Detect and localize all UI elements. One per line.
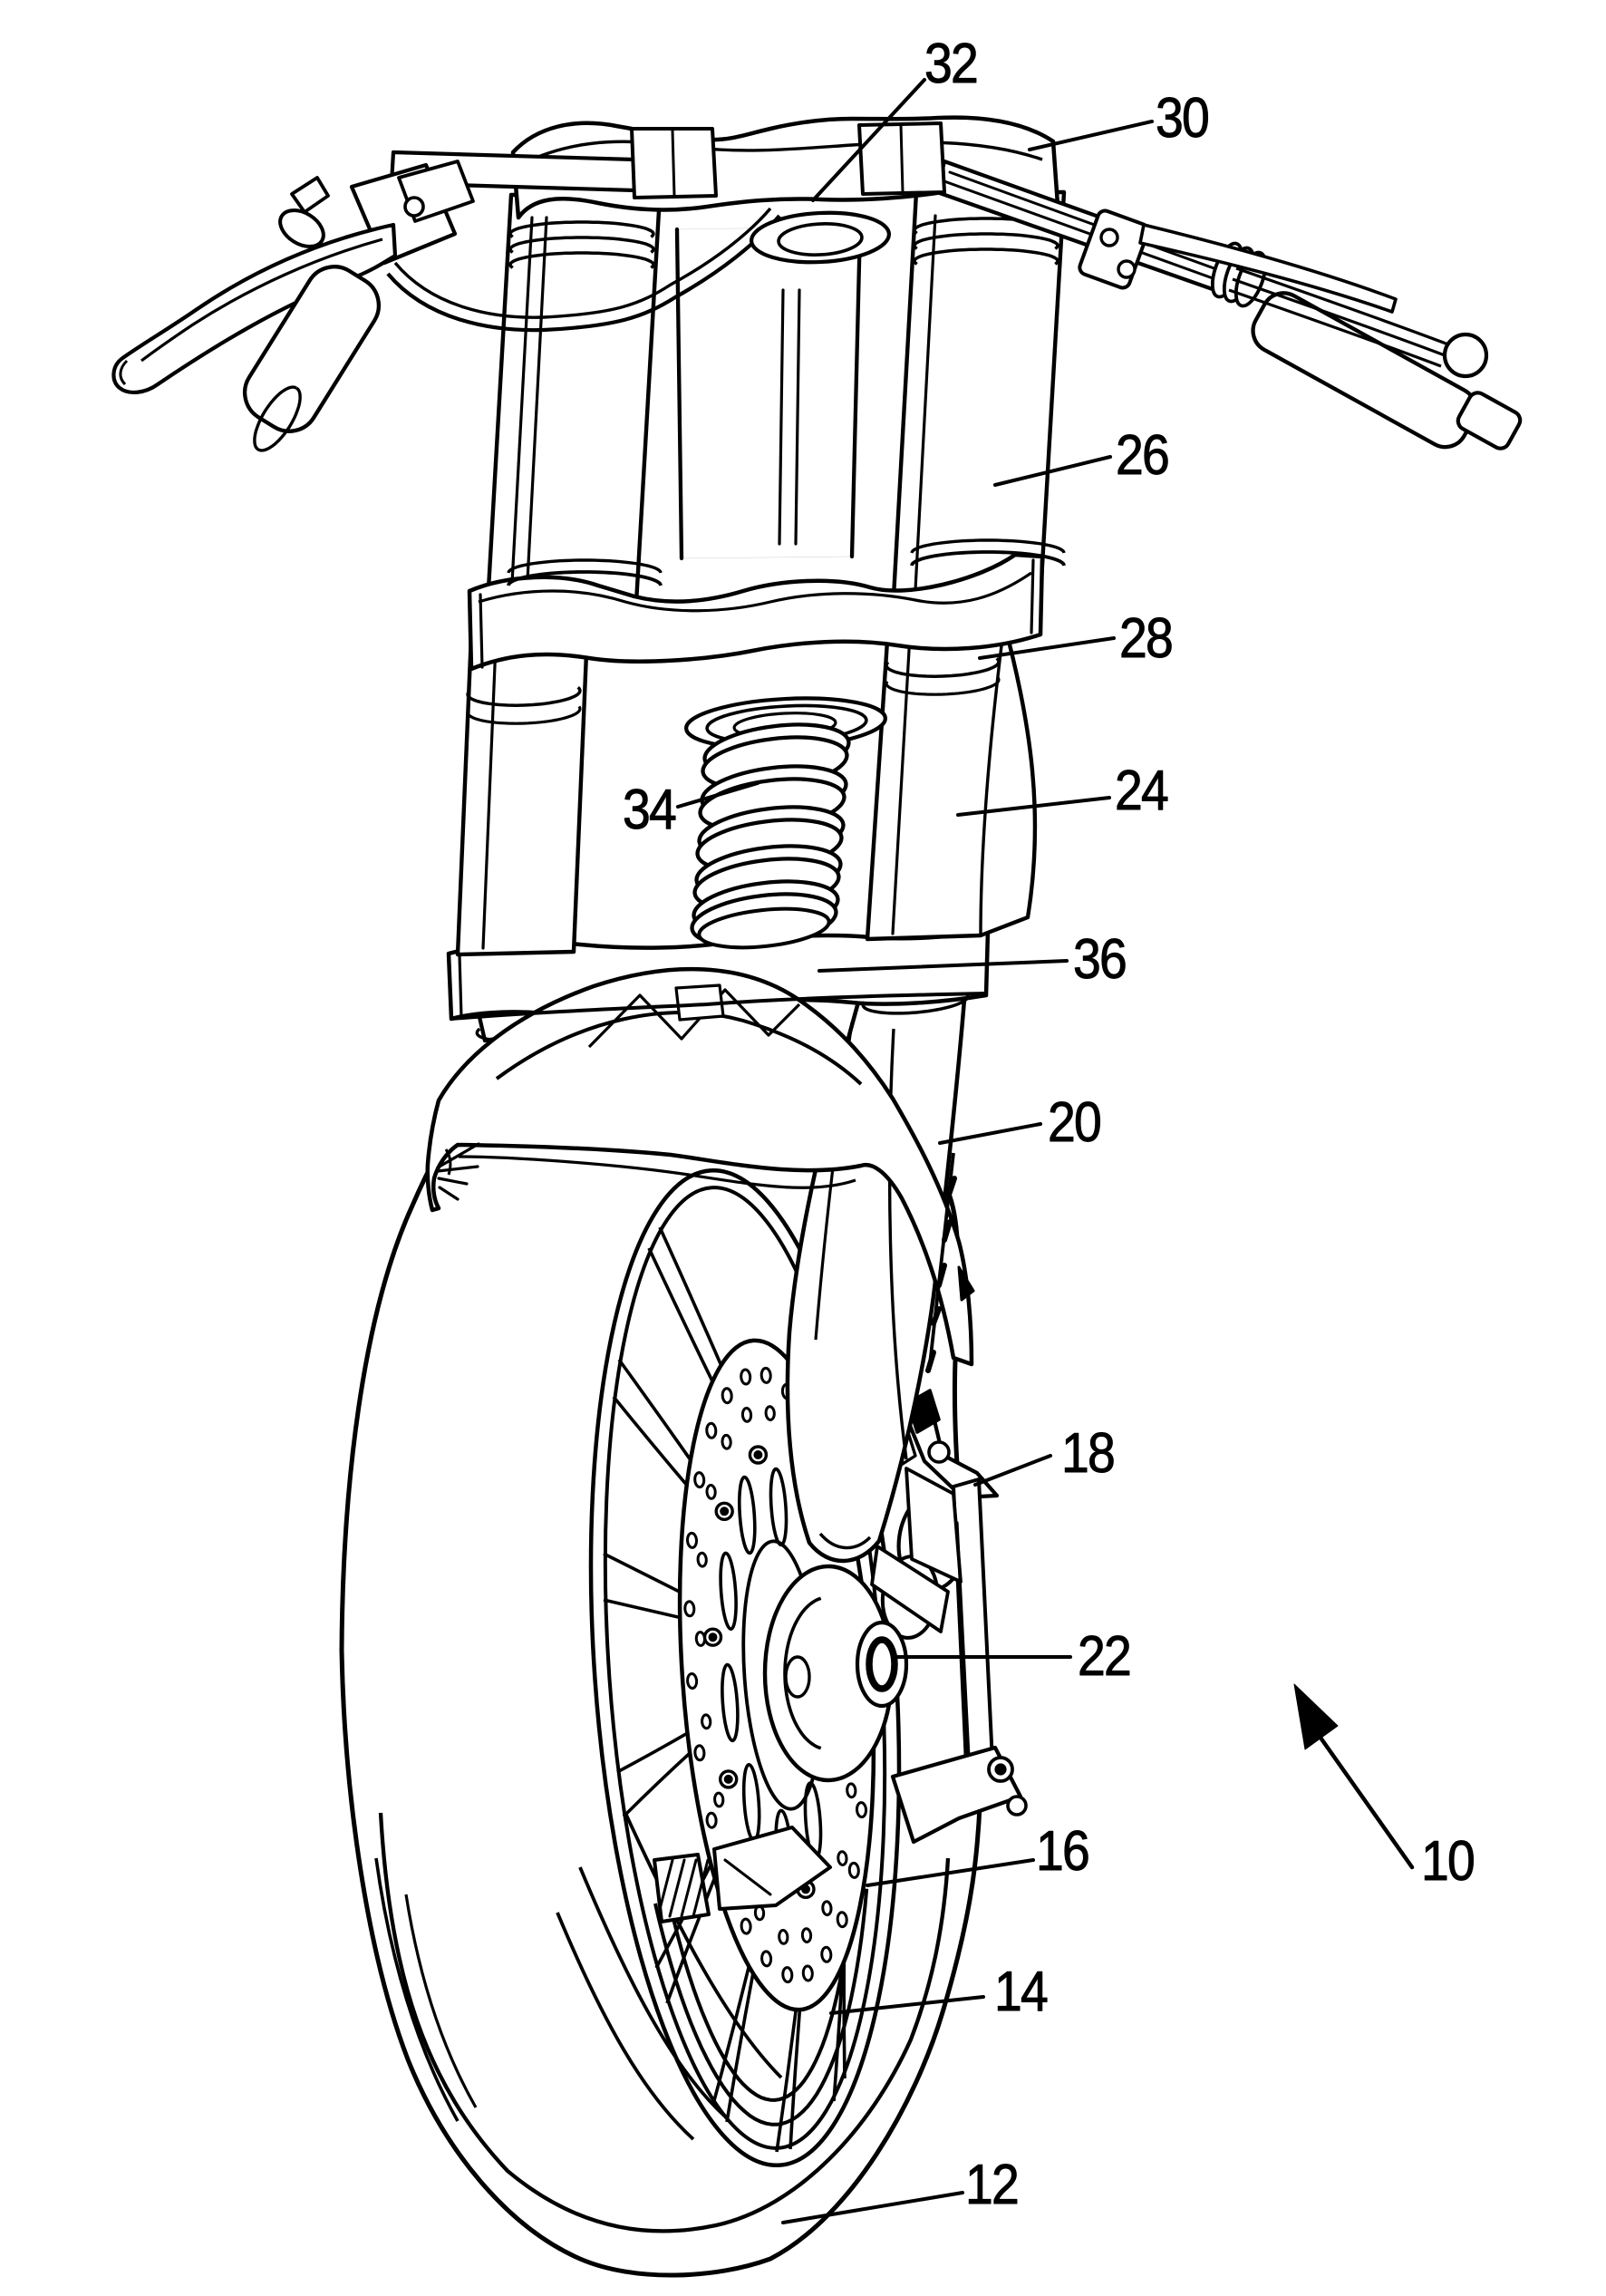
svg-text:10: 10 — [1421, 1830, 1474, 1893]
svg-text:34: 34 — [623, 779, 675, 841]
svg-text:28: 28 — [1119, 607, 1172, 670]
svg-text:24: 24 — [1115, 760, 1167, 822]
svg-text:14: 14 — [994, 1961, 1047, 2023]
svg-text:16: 16 — [1036, 1820, 1088, 1883]
svg-text:22: 22 — [1078, 1625, 1130, 1688]
svg-text:20: 20 — [1048, 1091, 1100, 1154]
svg-text:18: 18 — [1061, 1422, 1114, 1485]
svg-text:26: 26 — [1116, 424, 1168, 487]
svg-text:30: 30 — [1156, 87, 1208, 150]
svg-text:36: 36 — [1073, 928, 1126, 991]
svg-text:32: 32 — [924, 33, 977, 95]
svg-text:12: 12 — [965, 2154, 1018, 2216]
